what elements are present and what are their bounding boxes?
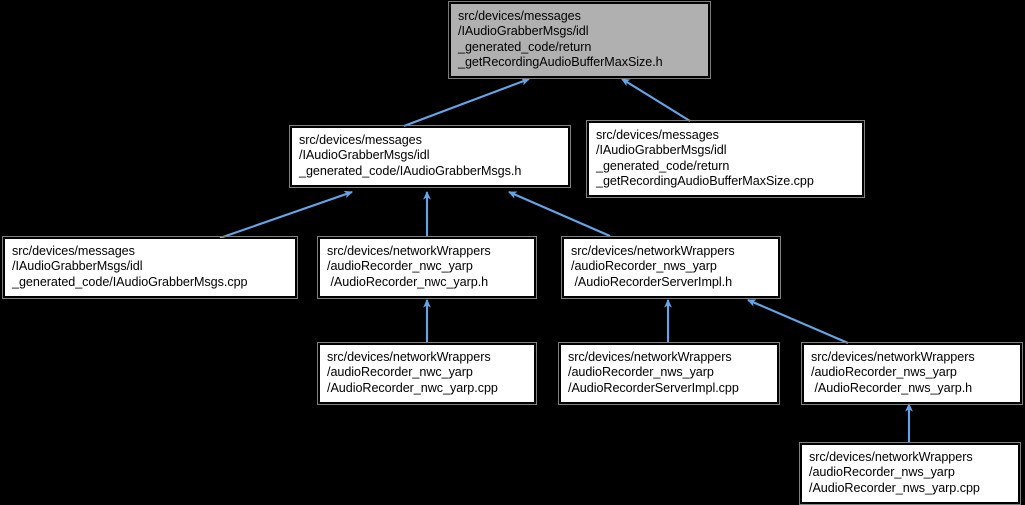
node-text-line: /IAudioGrabberMsgs/idl bbox=[299, 148, 430, 163]
graph-node-AudioRecorder-nwc-yarp-cpp[interactable]: src/devices/networkWrappers /audioRecord… bbox=[317, 342, 537, 405]
node-text-line: src/devices/networkWrappers bbox=[571, 244, 735, 259]
edge-n3-n1 bbox=[219, 190, 353, 239]
node-text-line: src/devices/messages bbox=[299, 133, 422, 148]
graph-node-AudioRecorderServerImpl-h[interactable]: src/devices/networkWrappers /audioRecord… bbox=[561, 236, 781, 299]
node-text-line: /audioRecorder_nws_yarp bbox=[571, 259, 717, 274]
node-text-line: /AudioRecorder_nwc_yarp.cpp bbox=[327, 380, 498, 395]
graph-node-AudioRecorder-nws-yarp-h[interactable]: src/devices/networkWrappers /audioRecord… bbox=[801, 342, 1023, 405]
node-text-line: _generated_code/return bbox=[458, 39, 592, 54]
node-text-line: /IAudioGrabberMsgs/idl bbox=[458, 24, 589, 39]
graph-node-IAudioGrabberMsgs-h[interactable]: src/devices/messages /IAudioGrabberMsgs/… bbox=[289, 125, 571, 188]
node-text-line: src/devices/networkWrappers bbox=[327, 244, 491, 259]
node-text-line: src/devices/networkWrappers bbox=[327, 350, 491, 365]
node-text-line: /audioRecorder_nws_yarp bbox=[811, 365, 957, 380]
graph-node-return-getRecordingAudioBufferMaxSize-h[interactable]: src/devices/messages /IAudioGrabberMsgs/… bbox=[448, 1, 711, 79]
node-text-line: /IAudioGrabberMsgs/idl bbox=[596, 143, 727, 158]
node-text-line: src/devices/networkWrappers bbox=[568, 350, 732, 365]
graph-node-AudioRecorderServerImpl-cpp[interactable]: src/devices/networkWrappers /audioRecord… bbox=[558, 342, 780, 405]
node-text-line: /IAudioGrabberMsgs/idl bbox=[12, 259, 143, 274]
node-text-line: _generated_code/IAudioGrabberMsgs.cpp bbox=[12, 274, 248, 289]
node-text-line: src/devices/messages bbox=[596, 128, 719, 143]
node-text-line: _getRecordingAudioBufferMaxSize.h bbox=[458, 54, 663, 69]
node-text-line: src/devices/messages bbox=[458, 9, 581, 24]
node-text-line: /audioRecorder_nwc_yarp bbox=[327, 365, 473, 380]
node-text-line: _generated_code/IAudioGrabberMsgs.h bbox=[299, 163, 522, 178]
node-text-line: /AudioRecorderServerImpl.cpp bbox=[568, 380, 739, 395]
edge-n5-n1 bbox=[508, 191, 611, 237]
node-text-line: /audioRecorder_nws_yarp bbox=[809, 465, 955, 480]
node-text-line: src/devices/networkWrappers bbox=[811, 350, 975, 365]
edge-n1-n0 bbox=[403, 78, 530, 127]
edge-n2-n0 bbox=[621, 78, 691, 122]
graph-node-IAudioGrabberMsgs-cpp[interactable]: src/devices/messages /IAudioGrabberMsgs/… bbox=[2, 236, 298, 299]
node-text-line: /AudioRecorder_nwc_yarp.h bbox=[327, 274, 489, 289]
node-text-line: /AudioRecorder_nws_yarp.cpp bbox=[809, 480, 980, 495]
node-text-line: src/devices/networkWrappers bbox=[809, 450, 973, 465]
graph-node-AudioRecorder-nwc-yarp-h[interactable]: src/devices/networkWrappers /audioRecord… bbox=[317, 236, 537, 299]
edge-n8-n5 bbox=[747, 299, 849, 344]
node-text-line: _generated_code/return bbox=[596, 158, 730, 173]
node-text-line: /audioRecorder_nws_yarp bbox=[568, 365, 714, 380]
graph-node-return-getRecordingAudioBufferMaxSize-cpp[interactable]: src/devices/messages /IAudioGrabberMsgs/… bbox=[586, 120, 865, 198]
node-text-line: src/devices/messages bbox=[12, 244, 135, 259]
node-text-line: /AudioRecorderServerImpl.h bbox=[571, 274, 733, 289]
node-text-line: /AudioRecorder_nws_yarp.h bbox=[811, 380, 973, 395]
node-text-line: /audioRecorder_nwc_yarp bbox=[327, 259, 473, 274]
graph-node-AudioRecorder-nws-yarp-cpp[interactable]: src/devices/networkWrappers /audioRecord… bbox=[799, 442, 1021, 505]
node-text-line: _getRecordingAudioBufferMaxSize.cpp bbox=[596, 173, 814, 188]
